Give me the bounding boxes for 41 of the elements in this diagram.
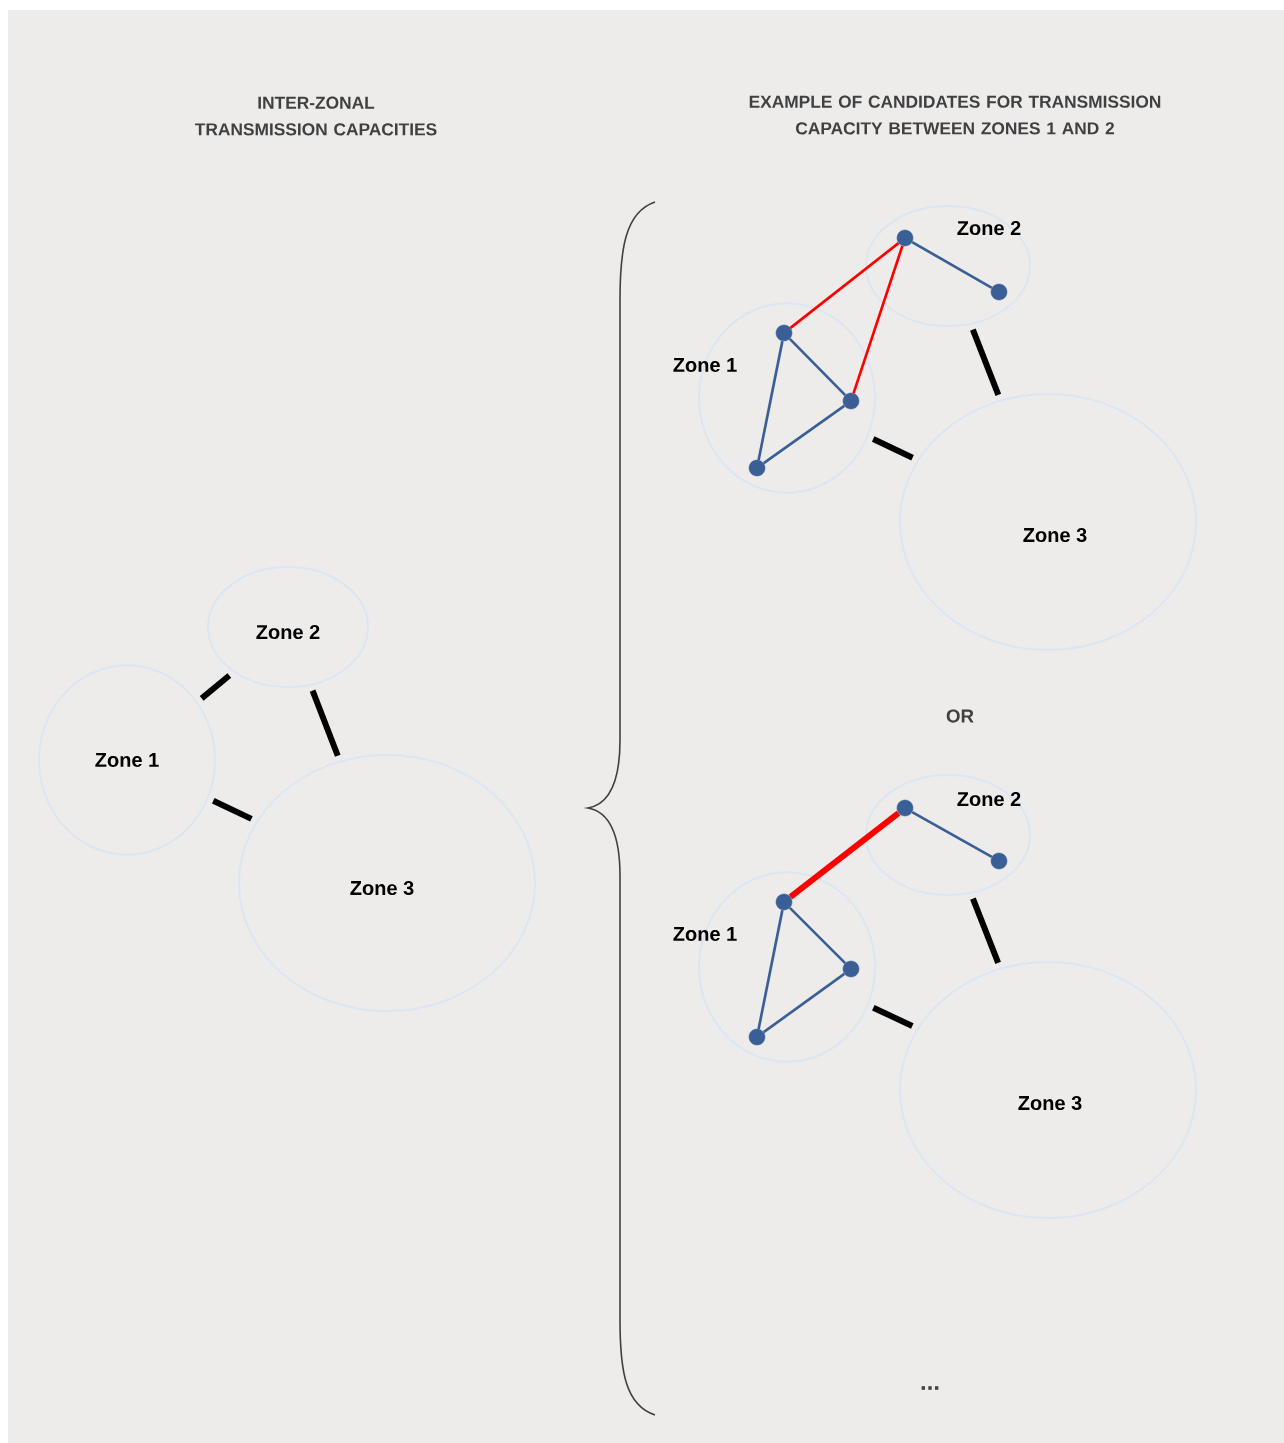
bus-dot <box>896 799 914 817</box>
line <box>757 909 784 1030</box>
zone-label: Zone 1 <box>673 358 737 372</box>
ellipsis: ... <box>921 1386 939 1390</box>
line <box>788 337 847 397</box>
bus-dot <box>748 1028 766 1046</box>
bus-dot <box>748 459 766 477</box>
zone-label: Zone 2 <box>957 220 1021 236</box>
line <box>762 404 846 465</box>
zone-label: Zone 2 <box>957 791 1021 807</box>
line <box>789 242 900 329</box>
line <box>788 906 847 965</box>
line <box>852 245 904 394</box>
line <box>757 340 784 461</box>
bus-dot <box>842 960 860 978</box>
connection-line <box>788 810 901 900</box>
zone-label: Zone 3 <box>350 880 414 896</box>
connection-line <box>212 798 253 822</box>
bus-dot <box>990 283 1008 301</box>
heading: EXAMPLE OF CANDIDATES FOR TRANSMISSION CAPACITY BETWEEN ZONES 1 AND 2 <box>749 95 1161 135</box>
or-label: OR <box>946 709 974 723</box>
zone-label: Zone 2 <box>256 624 320 640</box>
heading: INTER-ZONAL TRANSMISSION CAPACITIES <box>195 96 437 136</box>
line <box>762 972 846 1034</box>
bus-dot <box>842 392 860 410</box>
zone-label: Zone 3 <box>1018 1095 1082 1111</box>
connection-line <box>872 1005 914 1029</box>
zone-label: Zone 1 <box>673 927 737 941</box>
bus-dot <box>775 893 793 911</box>
connection-line <box>871 436 914 461</box>
line <box>911 240 993 290</box>
bus-dot <box>775 324 793 342</box>
connection-line <box>970 328 1002 396</box>
line <box>911 810 993 859</box>
zone-label: Zone 1 <box>95 753 159 767</box>
connection-line <box>970 897 1001 964</box>
bus-dot <box>896 229 914 247</box>
connection-line <box>309 689 341 757</box>
bus-dot <box>990 852 1008 870</box>
zone-label: Zone 3 <box>1023 527 1087 543</box>
connection-line <box>199 673 232 701</box>
